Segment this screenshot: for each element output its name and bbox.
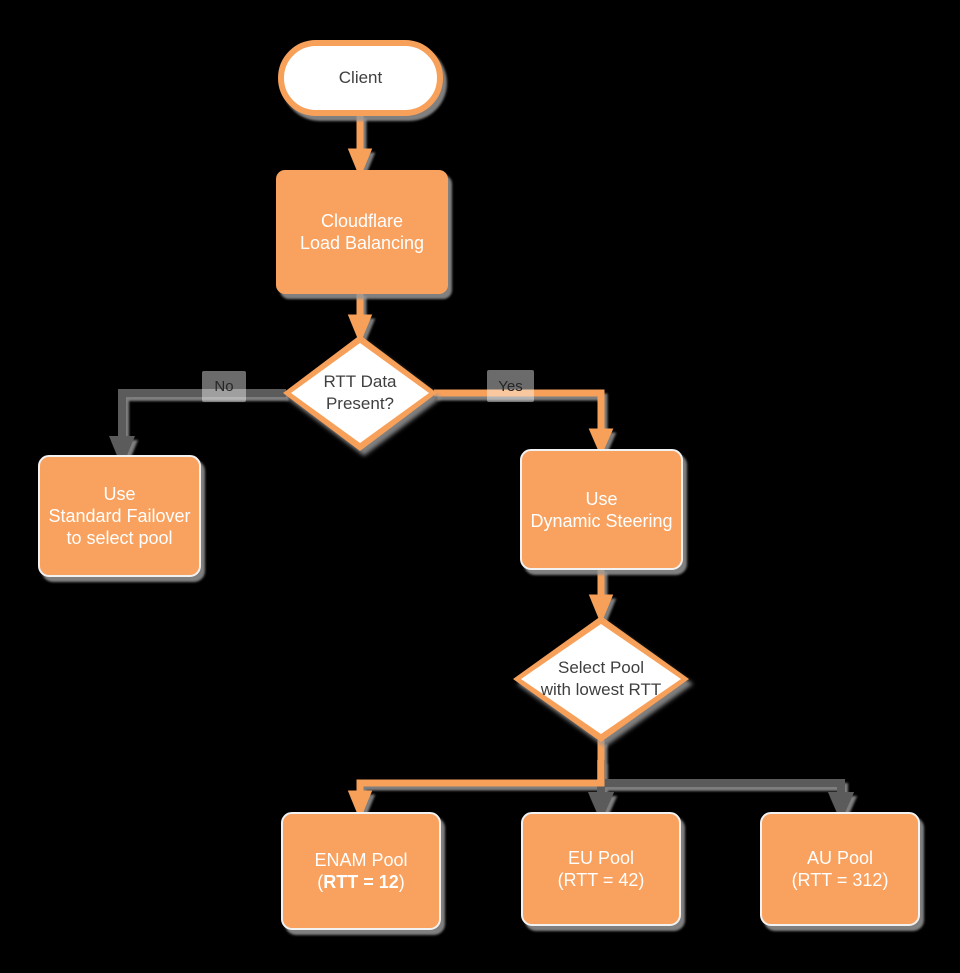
node-dynamic-steering-label: Use Dynamic Steering	[530, 488, 673, 531]
node-client: Client	[278, 40, 443, 116]
node-rtt-decision: RTT Data Present?	[283, 335, 437, 451]
edge-yes-branch	[434, 389, 605, 434]
edge-client-to-loadbalancer-arrowhead	[347, 148, 373, 179]
node-dynamic-steering: Use Dynamic Steering	[520, 449, 683, 570]
edge-loadbalancer-to-rtt-decision-arrowhead	[347, 314, 373, 345]
node-enam-pool: ENAM Pool (RTT = 12)	[281, 812, 441, 930]
node-eu-pool: EU Pool (RTT = 42)	[521, 812, 681, 926]
edge-select-to-au	[601, 779, 845, 798]
edge-no-branch	[118, 389, 286, 442]
node-eu-pool-label: EU Pool (RTT = 42)	[557, 848, 645, 890]
node-enam-pool-label: ENAM Pool (RTT = 12)	[314, 850, 408, 892]
node-au-pool-label: AU Pool (RTT = 312)	[791, 848, 889, 890]
node-cloudflare-load-balancing: Cloudflare Load Balancing	[276, 170, 448, 294]
edge-no-branch-arrowhead	[109, 436, 135, 468]
edge-select-to-enam-arrowhead	[347, 790, 373, 821]
edge-yes-branch-arrowhead	[588, 428, 614, 457]
edge-label-no: No	[202, 371, 246, 402]
edge-label-yes: Yes	[487, 370, 534, 402]
node-client-label: Client	[338, 68, 383, 87]
edge-dynamic-to-select-pool-arrowhead	[588, 594, 614, 625]
edge-select-to-eu-arrowhead	[587, 792, 615, 822]
node-standard-failover-label: Use Standard Failover to select pool	[48, 484, 191, 548]
node-standard-failover: Use Standard Failover to select pool	[38, 455, 201, 577]
node-cloudflare-load-balancing-label: Cloudflare Load Balancing	[299, 211, 425, 253]
edge-select-to-au-arrowhead	[827, 792, 855, 822]
node-select-pool-label: Select Pool with lowest RTT	[540, 658, 662, 699]
node-rtt-decision-label: RTT Data Present?	[323, 372, 397, 413]
edge-select-to-enam	[356, 740, 605, 796]
node-select-pool: Select Pool with lowest RTT	[513, 616, 689, 742]
node-au-pool: AU Pool (RTT = 312)	[760, 812, 920, 926]
